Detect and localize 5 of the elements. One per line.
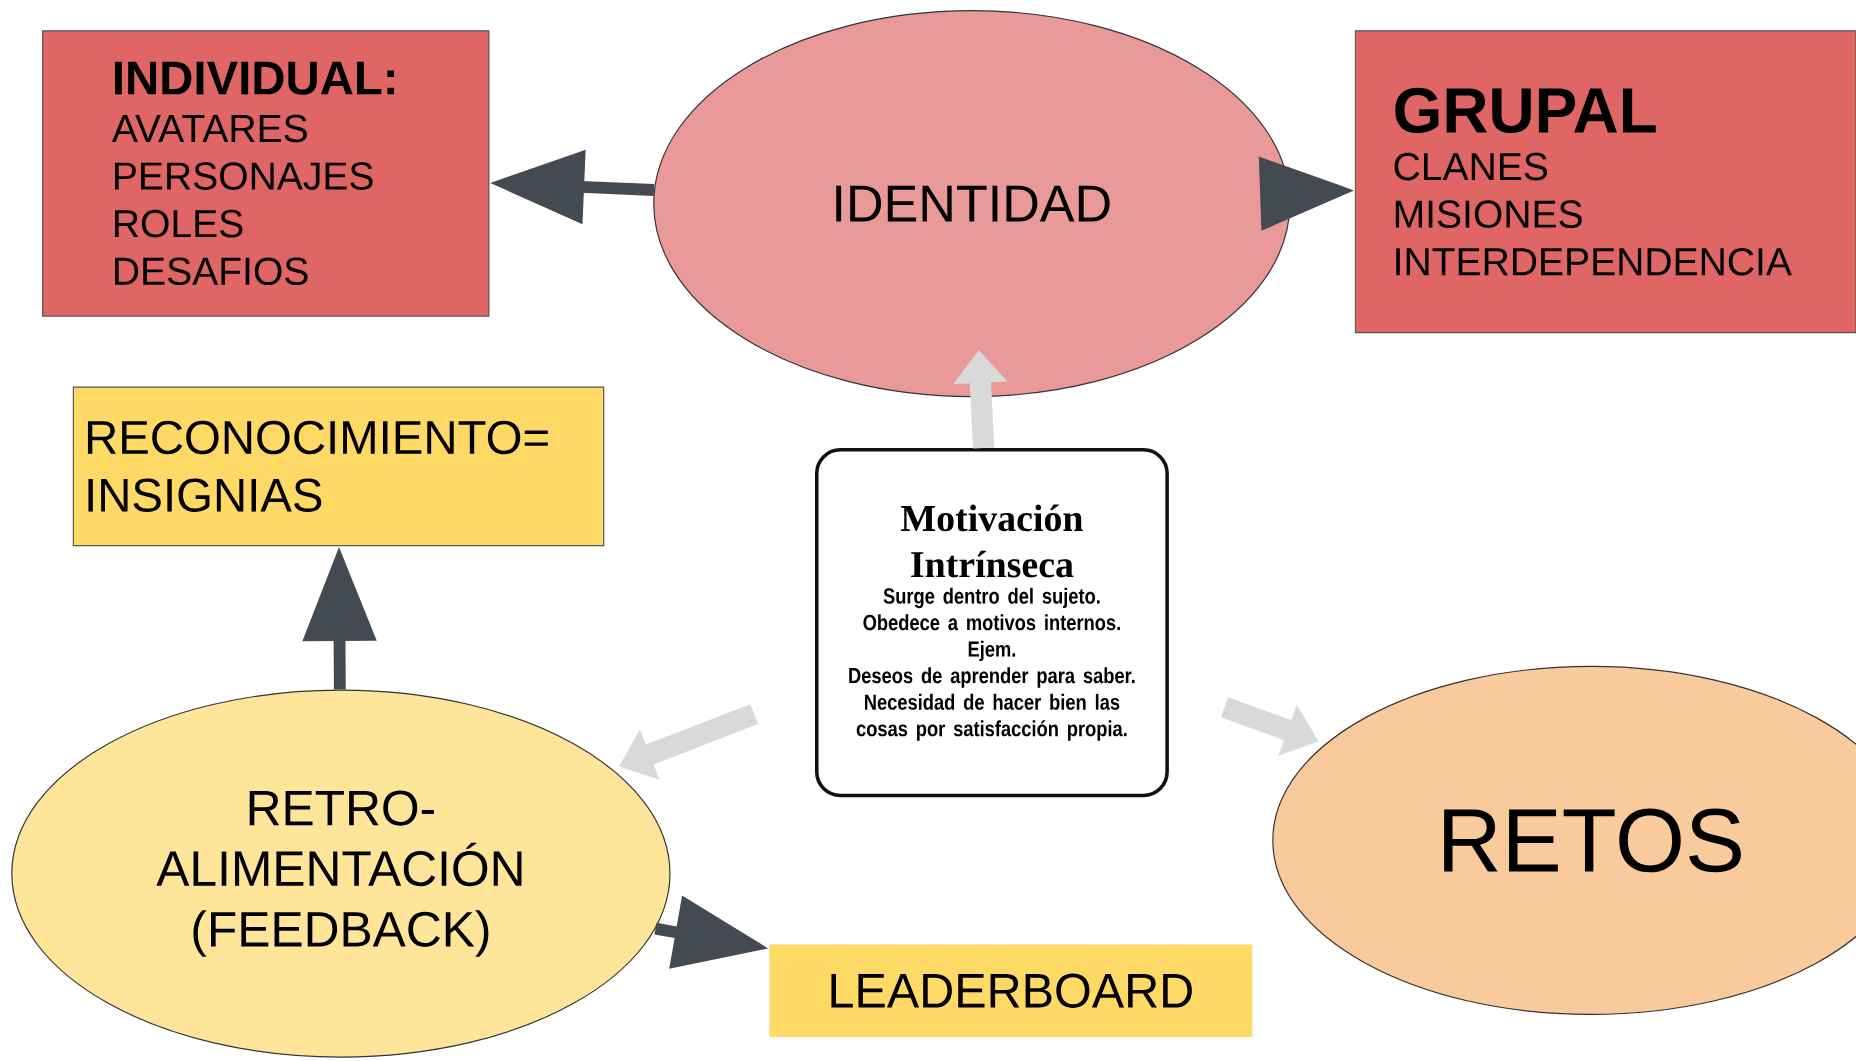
category-box: LEADERBOARD xyxy=(769,944,1253,1038)
category-box: INDIVIDUAL: AVATARES PERSONAJES ROLES DESAFIOS xyxy=(42,30,490,317)
category-box: RECONOCIMIENTO= INSIGNIAS xyxy=(72,386,605,547)
definition-card: Motivación Intrínseca Surge dentro del sujeto. Obedece a motivos internos. Ejem. Deseos de aprender para saber. Necesidad de hacer bien las cosas por satisfacción propia. xyxy=(814,448,1169,798)
category-box: GRUPAL CLANES MISIONES INTERDEPENDENCIA xyxy=(1354,30,1856,334)
